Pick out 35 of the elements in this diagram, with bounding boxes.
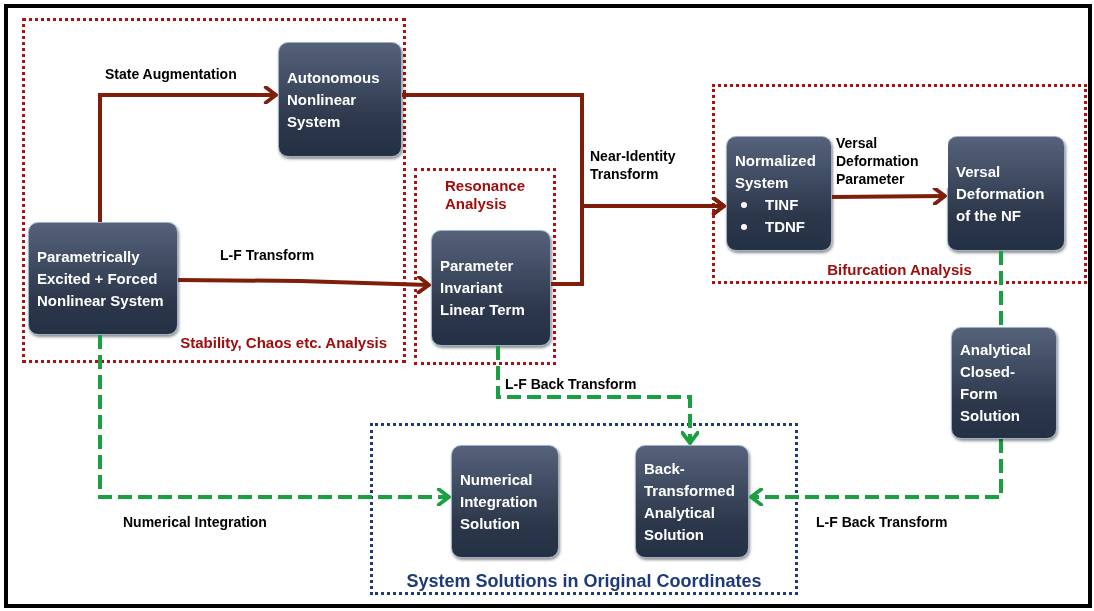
edge-label: State Augmentation <box>103 65 239 83</box>
dashed-arrow <box>749 439 1003 507</box>
box-label: TINF <box>765 194 799 215</box>
process-box <box>431 230 551 346</box>
group-title: Bifurcation Analysis <box>826 261 973 279</box>
arrow <box>98 85 278 222</box>
process-box <box>278 42 402 157</box>
arrow <box>551 196 726 286</box>
box-label: Normalized System <box>735 150 817 193</box>
process-box <box>28 222 178 335</box>
box-label: Parametrically Excited + Forced Nonlinear System <box>37 246 165 311</box>
dotted-group-frame <box>414 168 556 365</box>
box-label: Versal Deformation of the NF <box>956 161 1046 226</box>
edge-label: Numerical Integration <box>121 513 269 531</box>
process-box <box>951 327 1057 439</box>
edge-label: Versal Deformation Parameter <box>834 134 948 188</box>
dashed-arrow <box>98 335 451 507</box>
arrow <box>831 186 947 206</box>
process-box <box>726 136 832 251</box>
box-label: TDNF <box>765 216 805 237</box>
dotted-group-frame <box>370 423 798 595</box>
group-title: System Solutions in Original Coordinates <box>405 572 763 590</box>
group-title: Stability, Chaos etc. Analysis <box>180 334 387 352</box>
box-label: Autonomous Nonlinear System <box>287 67 381 132</box>
process-box <box>451 445 559 558</box>
process-box <box>947 136 1065 251</box>
dotted-group-frame <box>22 18 406 363</box>
dashed-arrow <box>496 346 700 445</box>
box-label: Parameter Invariant Linear Term <box>440 256 526 320</box>
arrow <box>178 275 431 295</box>
box-label: Numerical Integration Solution <box>460 469 539 534</box>
box-label: Back-Transformed Analytical Solution <box>644 458 736 545</box>
group-title: Resonance Analysis <box>445 177 527 213</box>
process-box <box>635 445 749 558</box>
box-label: Analytical Closed-Form Solution <box>960 340 1032 426</box>
